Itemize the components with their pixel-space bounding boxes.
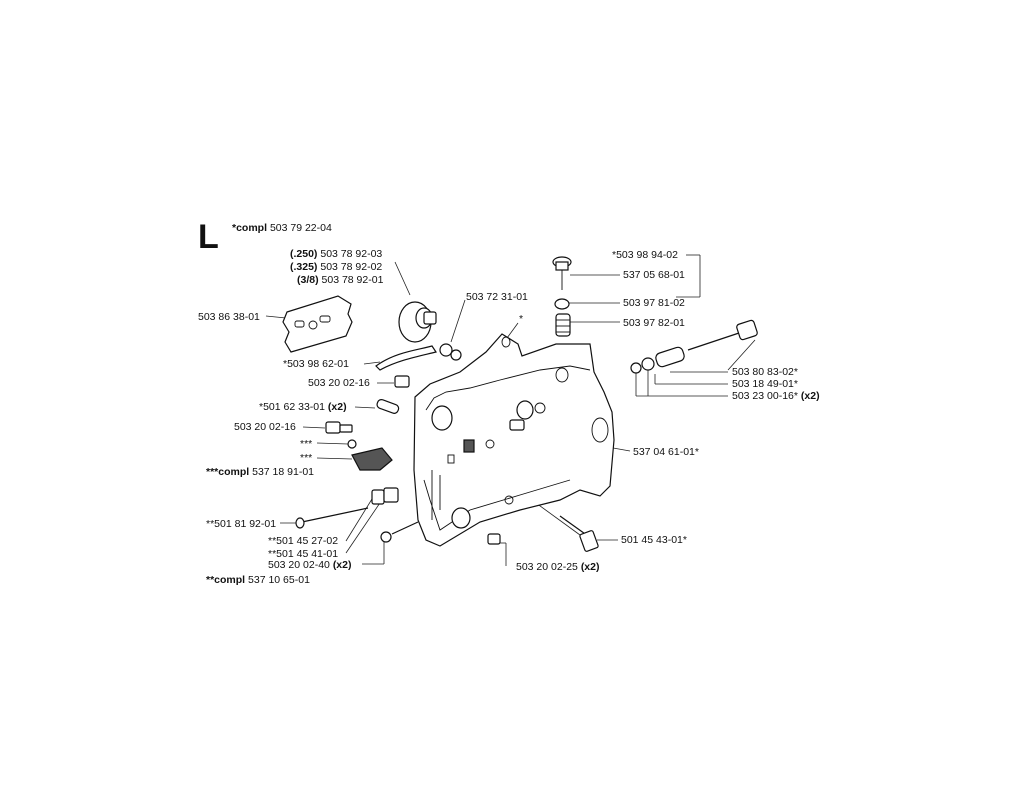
- label-503-20-02-16-b: 503 20 02-16: [234, 421, 296, 433]
- label-bar-250: (.250) 503 78 92-03: [290, 248, 383, 260]
- guide-bar-plate: [282, 295, 353, 353]
- label-503-80-83-02: 503 80 83-02*: [732, 366, 798, 378]
- label-503-97-81-02: 503 97 81-02: [623, 297, 685, 309]
- label-537-04-61-01: 537 04 61-01*: [633, 446, 699, 458]
- label-triple-star-1: ***: [300, 438, 313, 450]
- label-503-18-49-01: 503 18 49-01*: [732, 378, 798, 390]
- label-compl-main: *compl 503 79 22-04: [232, 222, 332, 234]
- label-bar-38: (3/8) 503 78 92-01: [297, 274, 384, 286]
- label-503-97-82-01: 503 97 82-01: [623, 317, 685, 329]
- section-letter: L: [198, 218, 219, 256]
- label-503-72-31-01: 503 72 31-01: [466, 291, 528, 303]
- label-537-05-68-01: 537 05 68-01: [623, 269, 685, 281]
- label-compl-537-18-91-01: ***compl 537 18 91-01: [206, 466, 314, 478]
- label-triple-star-2: ***: [300, 452, 313, 464]
- label-compl-537-10-65-01: **compl 537 10 65-01: [206, 574, 310, 586]
- main-housing: [413, 333, 615, 547]
- screws-bottom: [295, 487, 599, 552]
- label-501-45-43-01: 501 45 43-01*: [621, 534, 687, 546]
- label-503-98-62-01: *503 98 62-01: [283, 358, 349, 370]
- label-501-45-27-02: **501 45 27-02: [268, 535, 339, 547]
- label-bar-325: (.325) 503 78 92-02: [290, 261, 383, 273]
- label-503-20-02-40: 503 20 02-40 (x2): [268, 559, 352, 571]
- label-503-20-02-16-a: 503 20 02-16: [308, 377, 370, 389]
- label-501-81-92-01: **501 81 92-01: [206, 518, 277, 530]
- label-501-62-33-01: *501 62 33-01 (x2): [259, 401, 347, 413]
- label-503-86-38-01: 503 86 38-01: [198, 311, 260, 323]
- label-501-45-41-01: **501 45 41-01: [268, 548, 339, 560]
- label-star: *: [519, 313, 524, 325]
- small-parts-left: [325, 343, 462, 471]
- tensioner-parts: [552, 256, 758, 374]
- label-503-23-00-16: 503 23 00-16* (x2): [732, 390, 820, 402]
- label-503-20-02-25: 503 20 02-25 (x2): [516, 561, 600, 573]
- nozzle-cap-part: [398, 301, 437, 343]
- label-503-98-94-02: *503 98 94-02: [612, 249, 678, 261]
